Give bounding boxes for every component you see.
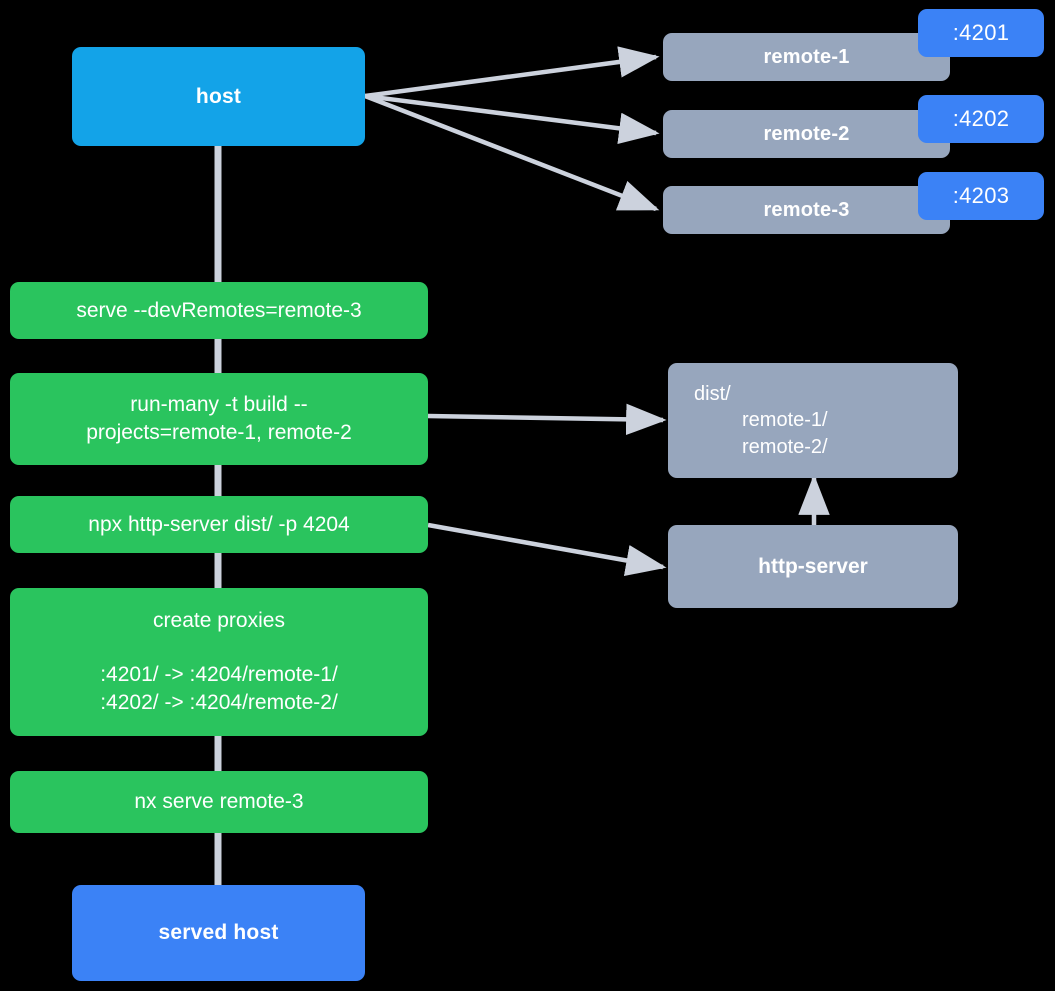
node-dist-root: dist/ bbox=[694, 382, 731, 405]
node-command-run-many[interactable]: run-many -t build -- projects=remote-1, … bbox=[10, 373, 428, 465]
node-command-serve[interactable]: serve --devRemotes=remote-3 bbox=[10, 282, 428, 339]
edge-run-many-to-dist bbox=[427, 403, 667, 436]
port-badge-remote-2-label: :4202 bbox=[952, 106, 1010, 131]
node-command-run-many-line-2: projects=remote-1, remote-2 bbox=[86, 421, 352, 444]
node-command-create-proxies-heading: create proxies bbox=[153, 609, 285, 633]
edge-host-to-remote-1 bbox=[364, 46, 660, 99]
node-command-create-proxies-line-1: :4201/ -> :4204/remote-1/ bbox=[100, 663, 338, 687]
node-http-server-label: http-server bbox=[758, 554, 868, 578]
node-dist-child-2: remote-2/ bbox=[742, 435, 828, 458]
node-remote-3[interactable]: remote-3 bbox=[663, 186, 950, 234]
edge-http-server-cmd-to-http-server bbox=[427, 522, 667, 577]
node-dist-child-1: remote-1/ bbox=[742, 409, 828, 432]
node-command-create-proxies[interactable]: create proxies :4201/ -> :4204/remote-1/… bbox=[10, 588, 428, 736]
node-remote-2[interactable]: remote-2 bbox=[663, 110, 950, 158]
node-command-nx-serve-remote-3[interactable]: nx serve remote-3 bbox=[10, 771, 428, 833]
port-badge-remote-2[interactable]: :4202 bbox=[918, 95, 1044, 143]
port-badge-remote-1[interactable]: :4201 bbox=[918, 9, 1044, 57]
node-command-create-proxies-line-2: :4202/ -> :4204/remote-2/ bbox=[100, 690, 338, 714]
node-remote-1[interactable]: remote-1 bbox=[663, 33, 950, 81]
node-command-serve-line-1: serve --devRemotes=remote-3 bbox=[76, 298, 362, 322]
node-served-host[interactable]: served host bbox=[72, 885, 365, 981]
port-badge-remote-1-label: :4201 bbox=[952, 20, 1010, 45]
edge-host-to-remote-3 bbox=[364, 93, 660, 212]
node-command-run-many-line-1: run-many -t build -- bbox=[130, 393, 308, 417]
node-command-npx-http-server[interactable]: npx http-server dist/ -p 4204 bbox=[10, 496, 428, 553]
edge-host-to-remote-2 bbox=[364, 93, 660, 144]
port-badge-remote-3[interactable]: :4203 bbox=[918, 172, 1044, 220]
node-served-host-label: served host bbox=[158, 921, 279, 945]
node-command-nx-serve-remote-3-line-1: nx serve remote-3 bbox=[134, 790, 304, 814]
node-http-server[interactable]: http-server bbox=[668, 525, 958, 608]
node-host-label: host bbox=[195, 84, 242, 108]
node-remote-2-label: remote-2 bbox=[763, 122, 850, 145]
node-remote-1-label: remote-1 bbox=[763, 45, 850, 68]
node-remote-3-label: remote-3 bbox=[763, 198, 850, 221]
node-dist-artifact[interactable]: dist/ remote-1/ remote-2/ bbox=[668, 363, 958, 478]
node-command-npx-http-server-line-1: npx http-server dist/ -p 4204 bbox=[88, 512, 350, 536]
node-host[interactable]: host bbox=[72, 47, 365, 146]
port-badge-remote-3-label: :4203 bbox=[952, 183, 1010, 208]
